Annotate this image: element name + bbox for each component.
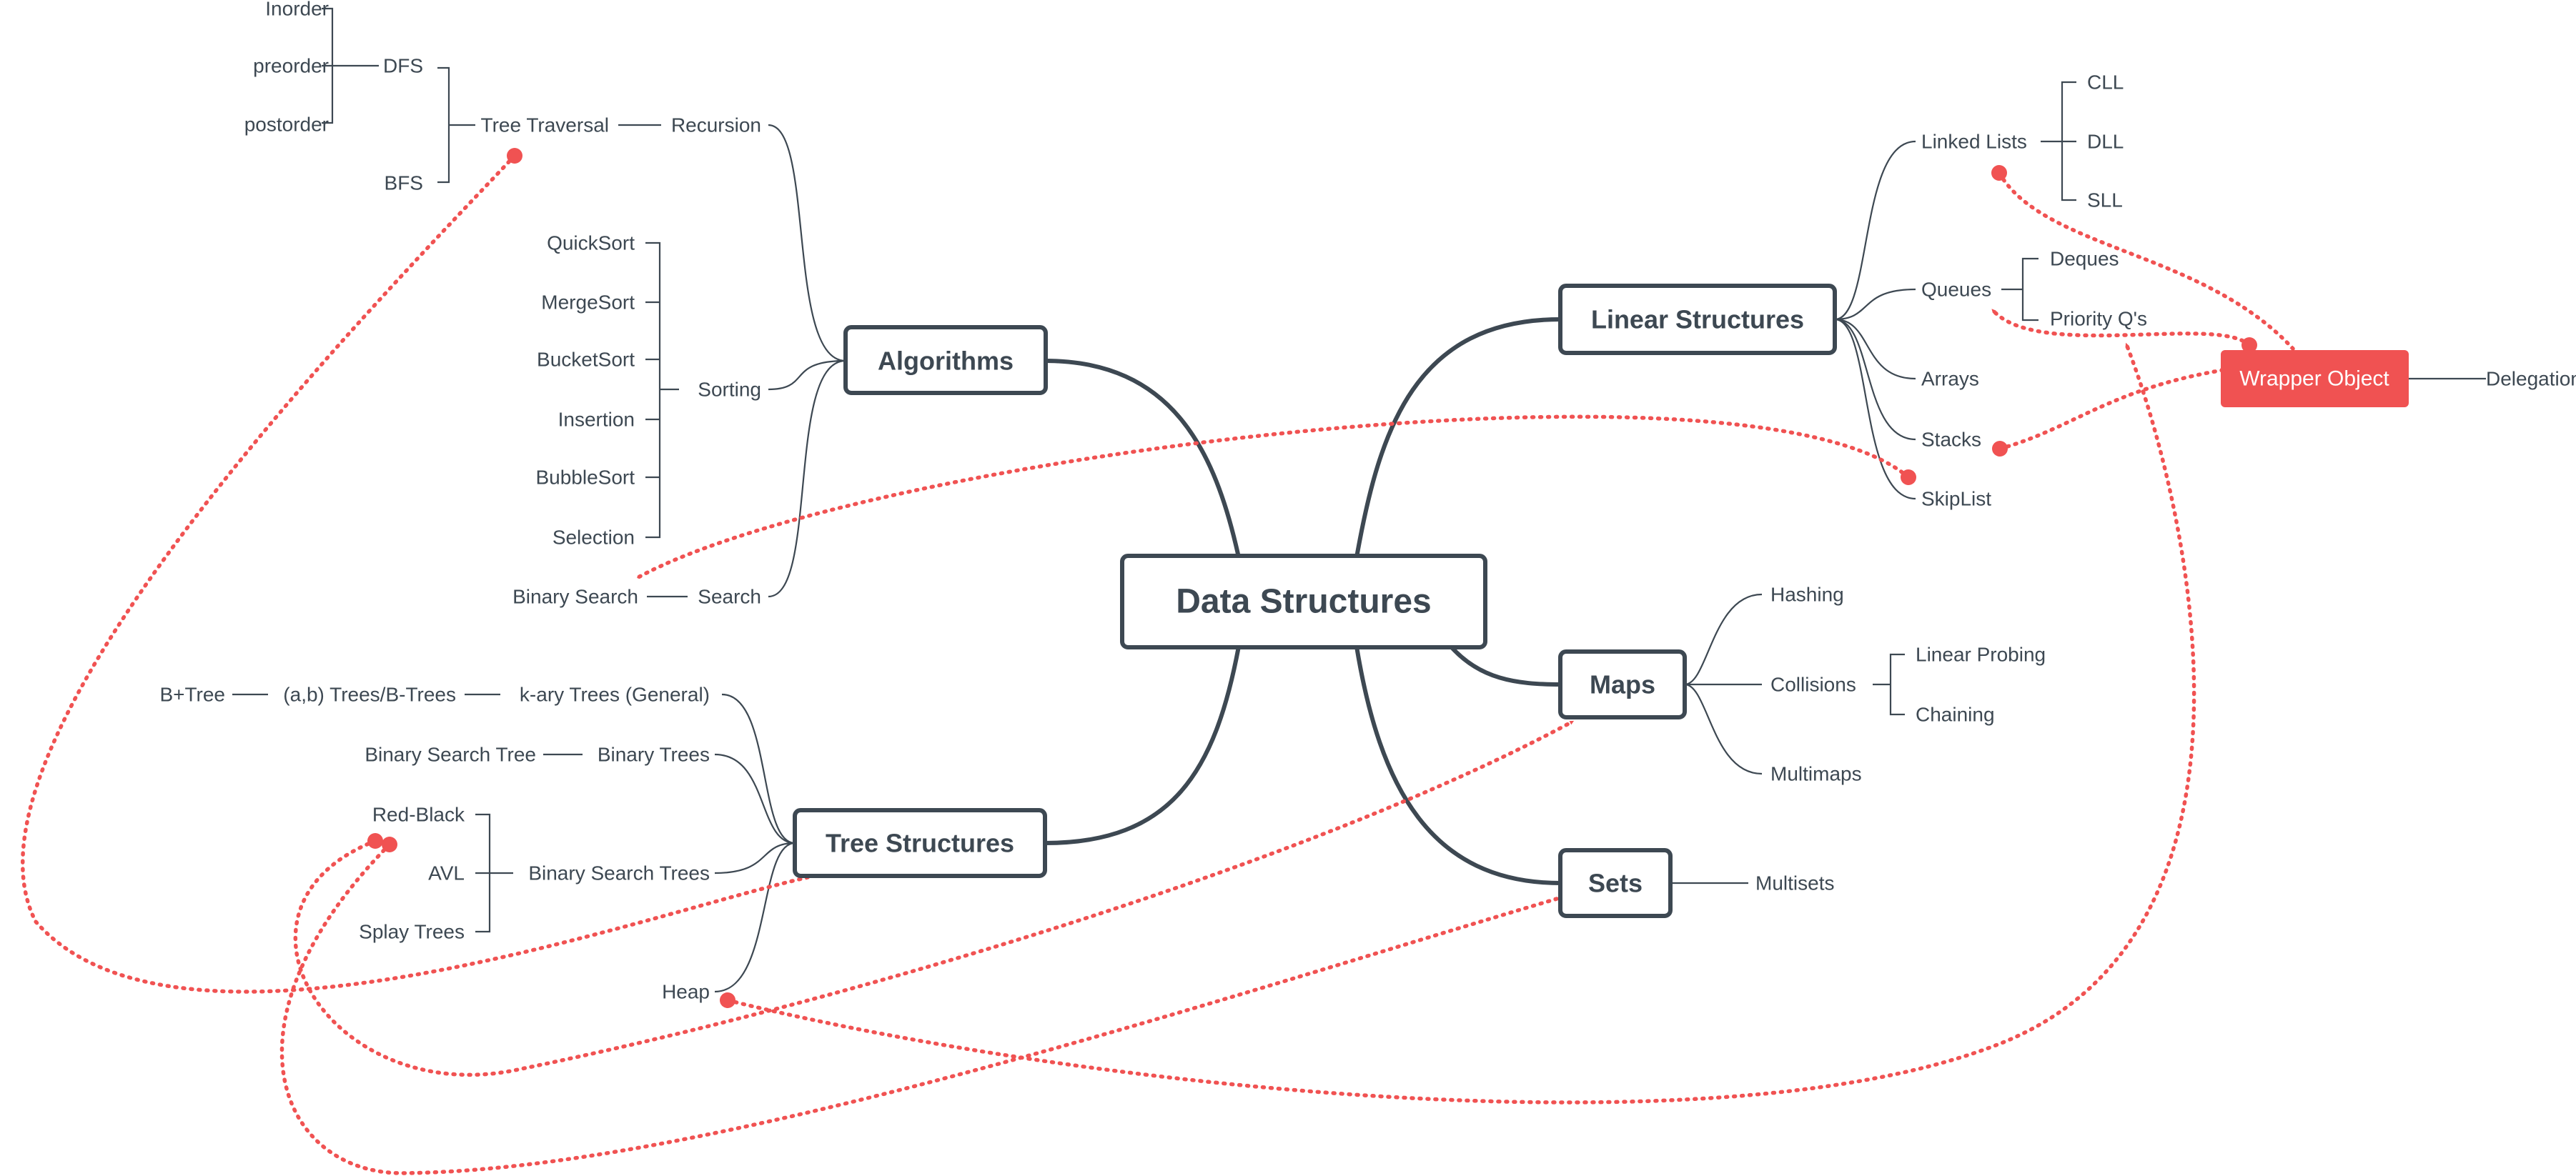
link-dot-skiplist [1901,469,1916,485]
node-algorithms[interactable]: Algorithms [843,325,1048,395]
node-tree-structures[interactable]: Tree Structures [793,808,1047,878]
node-sets[interactable]: Sets [1558,848,1673,918]
edge-root-sets [1354,646,1561,885]
node-maps[interactable]: Maps [1558,649,1687,719]
algorithms-branches [322,7,846,598]
label-collisions[interactable]: Collisions [1770,674,1856,696]
link-dot-tree-traversal [507,148,522,164]
label-delegation[interactable]: Delegation [2486,368,2576,390]
label-dll[interactable]: DLL [2087,131,2124,153]
edge-root-algorithms [1044,359,1241,558]
label-dfs[interactable]: DFS [383,55,423,77]
tree-structures-branches [232,693,796,993]
label-search[interactable]: Search [698,586,761,608]
tree-structures-label: Tree Structures [826,829,1014,858]
root-label: Data Structures [1176,583,1431,621]
label-selection[interactable]: Selection [553,527,635,549]
label-chaining[interactable]: Chaining [1916,704,1995,726]
edge-root-tree-structures [1044,646,1241,845]
label-arrays[interactable]: Arrays [1921,368,1979,390]
link-dot-heap [720,992,735,1008]
link-dot-stacks [1992,441,2008,457]
label-avl[interactable]: AVL [428,862,465,885]
label-postorder[interactable]: postorder [244,114,329,136]
algorithms-label: Algorithms [878,347,1014,376]
label-skiplist[interactable]: SkipList [1921,488,1991,510]
label-multimaps[interactable]: Multimaps [1770,763,1862,785]
label-mergesort[interactable]: MergeSort [541,291,635,314]
label-preorder[interactable]: preorder [253,55,329,77]
edge-root-linear-structures [1354,317,1561,558]
label-bucketsort[interactable]: BucketSort [537,349,635,371]
wrapper-label: Wrapper Object [2239,367,2389,391]
link-dot-wrapper [2241,337,2257,353]
link-dot-linked-lists [1991,165,2007,181]
label-splay-trees[interactable]: Splay Trees [359,921,465,943]
label-sll[interactable]: SLL [2087,189,2123,211]
maps-branches [1684,593,1905,775]
node-wrapper-object[interactable]: Wrapper Object [2221,350,2409,407]
label-heap[interactable]: Heap [662,981,710,1003]
edge-root-maps [1449,645,1561,687]
label-stacks[interactable]: Stacks [1921,429,1981,451]
sets-label: Sets [1588,869,1643,898]
label-deques[interactable]: Deques [2050,248,2119,270]
label-binary-trees[interactable]: Binary Trees [598,744,710,766]
label-multisets[interactable]: Multisets [1755,872,1834,895]
label-insertion[interactable]: Insertion [558,409,635,431]
relationship-endpoints [367,148,2257,1008]
linear-structures-branches [1834,81,2486,500]
node-linear-structures[interactable]: Linear Structures [1558,284,1837,355]
label-tree-traversal[interactable]: Tree Traversal [481,114,609,136]
label-quicksort[interactable]: QuickSort [547,232,635,254]
linear-structures-label: Linear Structures [1591,305,1804,334]
label-priority-qs[interactable]: Priority Q's [2050,308,2147,330]
label-linked-lists[interactable]: Linked Lists [1921,131,2027,153]
root-node[interactable]: Data Structures [1120,554,1487,649]
label-binary-search[interactable]: Binary Search [512,586,638,608]
label-sorting[interactable]: Sorting [698,379,761,401]
maps-label: Maps [1590,670,1655,699]
label-bfs[interactable]: BFS [385,172,423,194]
label-hashing[interactable]: Hashing [1770,584,1844,606]
label-queues[interactable]: Queues [1921,279,1991,301]
relationship-links [21,154,2295,1175]
link-dot-red-black-b [382,837,397,852]
label-kary-trees[interactable]: k-ary Trees (General) [520,684,710,706]
label-red-black[interactable]: Red-Black [372,804,465,826]
label-binary-search-trees[interactable]: Binary Search Trees [528,862,710,885]
label-bubblesort[interactable]: BubbleSort [535,467,635,489]
link-dot-red-black-a [367,833,383,849]
label-ab-trees[interactable]: (a,b) Trees/B-Trees [283,684,456,706]
label-cll[interactable]: CLL [2087,71,2124,94]
label-linear-probing[interactable]: Linear Probing [1916,644,2046,666]
label-binary-search-tree[interactable]: Binary Search Tree [365,744,536,766]
label-inorder[interactable]: Inorder [265,0,329,20]
label-recursion[interactable]: Recursion [671,114,761,136]
label-bplus-tree[interactable]: B+Tree [159,684,225,706]
